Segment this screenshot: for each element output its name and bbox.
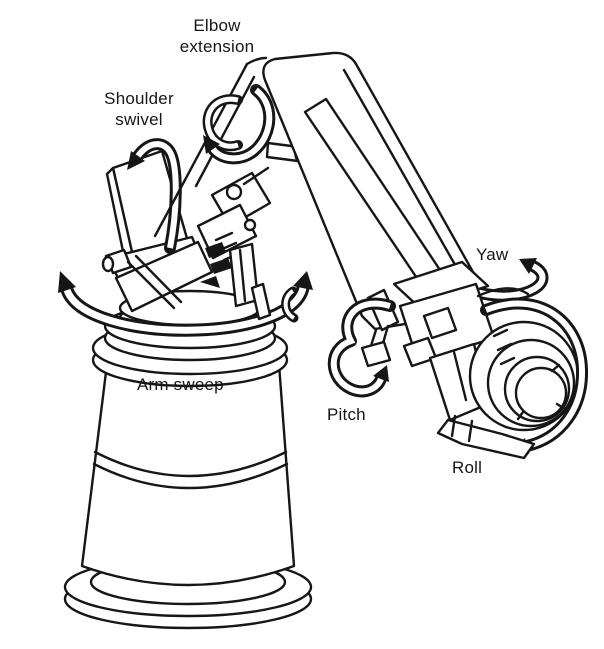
yaw-arrowhead — [519, 258, 537, 274]
elbow-extension-arrowhead — [203, 135, 220, 154]
elbow-extension-arrow — [202, 84, 276, 165]
pitch-arrow — [327, 297, 396, 398]
arm-sweep-arrowhead-right — [293, 271, 313, 290]
label-roll: Roll — [452, 458, 483, 477]
label-pitch: Pitch — [327, 405, 366, 424]
elbow-housing — [153, 56, 268, 238]
shoulder-hose — [126, 254, 183, 310]
wrist-bottom-bracket — [436, 414, 536, 460]
label-yaw: Yaw — [476, 245, 509, 264]
arm-sweep-arrowhead-left — [58, 271, 76, 293]
base-pedestal — [63, 362, 313, 630]
forearm-beam — [262, 51, 484, 331]
shoulder-swivel-arrowhead — [127, 151, 145, 170]
roll-end-effector — [468, 320, 580, 432]
label-shoulder-swivel: Shoulder swivel — [104, 89, 174, 129]
wrist-assembly — [360, 260, 530, 422]
pitch-arrowhead — [373, 365, 389, 382]
label-arm-sweep: Arm sweep — [137, 375, 224, 394]
shoulder-swivel-arrow — [127, 138, 182, 254]
label-elbow-extension: Elbow extension — [179, 16, 255, 56]
